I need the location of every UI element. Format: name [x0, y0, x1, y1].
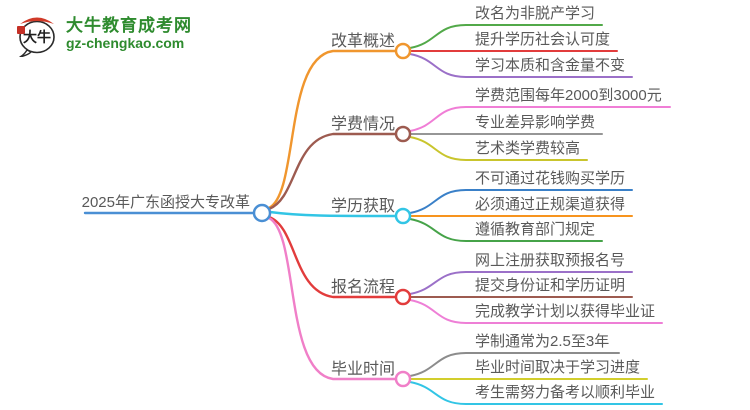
leaf-line	[409, 189, 633, 214]
leaf-label: 改名为非脱产学习	[475, 5, 596, 22]
leaf-label: 专业差异影响学费	[475, 114, 596, 131]
leaf-label: 提升学历社会认可度	[475, 31, 611, 48]
daniu-bubble-icon: 大牛	[17, 17, 55, 57]
root-node-circle	[252, 203, 272, 223]
branch-node-circle	[394, 125, 412, 143]
branch-line-reform-overview	[267, 49, 398, 210]
leaf-label: 艺术类学费较高	[475, 140, 581, 157]
red-cap	[20, 17, 54, 24]
leaf-label: 提交身份证和学历证明	[475, 277, 626, 294]
leaf-label: 遵循教育部门规定	[475, 221, 596, 238]
leaf-label: 学习本质和含金量不变	[475, 57, 626, 74]
logo-subtitle: gz-chengkao.com	[66, 35, 185, 51]
leaf-label: 网上注册获取预报名号	[475, 252, 626, 269]
branch-node-circle	[394, 207, 412, 225]
leaf-label: 完成教学计划以获得毕业证	[475, 303, 656, 320]
branch-line-tuition-info	[267, 132, 398, 211]
site-logo: 大牛 大牛教育成考网 gz-chengkao.com	[13, 9, 192, 57]
branch-line-graduation-time	[267, 216, 398, 381]
logo-title: 大牛教育成考网	[66, 16, 192, 35]
branch-label-graduation-time: 毕业时间	[330, 361, 395, 378]
branch-label-reform-overview: 改革概述	[330, 33, 395, 50]
leaf-label: 学费范围每年2000到3000元	[475, 87, 662, 104]
leaf-line	[409, 136, 588, 161]
branch-node-circle	[394, 42, 412, 60]
branch-label-degree-acquisition: 学历获取	[330, 198, 395, 215]
leaf-label: 毕业时间取决于学习进度	[475, 359, 641, 376]
branch-line-registration-process	[267, 215, 398, 299]
branch-label-registration-process: 报名流程	[330, 279, 395, 296]
branch-node-circle	[394, 370, 412, 388]
logo-text-block: 大牛教育成考网 gz-chengkao.com	[66, 15, 192, 51]
branch-line-degree-acquisition	[268, 210, 398, 218]
leaf-line	[409, 24, 603, 49]
leaf-line	[409, 218, 603, 242]
branch-node-circle	[394, 288, 412, 306]
logo-icon-text: 大牛	[23, 29, 51, 45]
leaf-label: 学制通常为2.5至3年	[475, 333, 610, 350]
leaf-label: 必须通过正规渠道获得	[475, 196, 626, 213]
branch-label-tuition-info: 学费情况	[330, 116, 395, 133]
leaf-line	[409, 299, 663, 324]
leaf-line	[409, 271, 633, 295]
leaf-line	[409, 106, 671, 132]
root-node-label: 2025年广东函授大专改革	[81, 194, 250, 211]
leaf-line	[409, 352, 620, 377]
leaf-label: 不可通过花钱购买学历	[475, 170, 626, 187]
leaf-line	[409, 381, 663, 405]
bubble-tail	[19, 49, 32, 57]
leaf-label: 考生需努力备考以顺利毕业	[475, 384, 656, 401]
leaf-line	[409, 53, 633, 78]
red-seal	[17, 26, 25, 34]
